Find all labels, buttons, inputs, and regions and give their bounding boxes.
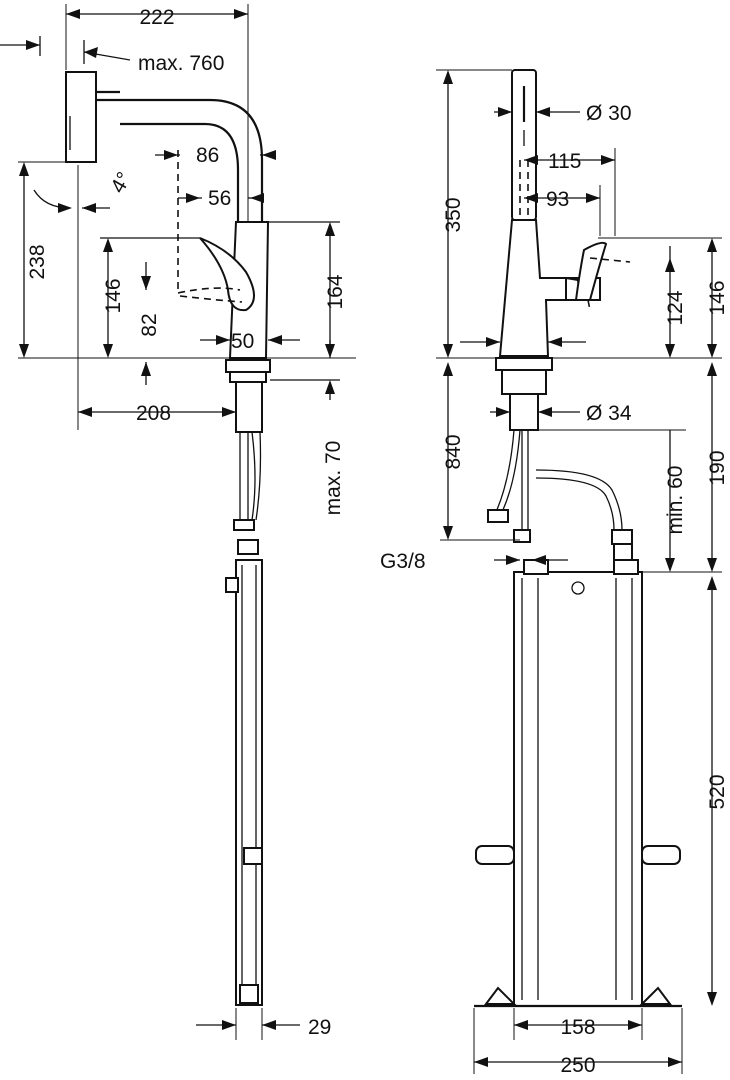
dim-lever-clearance: 82 bbox=[138, 313, 161, 336]
dim-spout-reach-lower: 56 bbox=[208, 187, 231, 210]
dim-total-height: 350 bbox=[442, 197, 465, 232]
dim-connection-thread: G3/8 bbox=[380, 550, 426, 573]
dim-base-diameter: 50 bbox=[231, 330, 254, 353]
dim-counter-thickness: max. 70 bbox=[322, 441, 345, 516]
dim-handle-reach: 115 bbox=[548, 150, 581, 173]
dim-lever-height: 124 bbox=[664, 290, 687, 325]
dim-handle-offset: 93 bbox=[546, 188, 569, 211]
dim-swivel-angle: 4° bbox=[106, 168, 136, 197]
dim-box-depth: 29 bbox=[308, 1016, 331, 1039]
dim-hose-clearance: 190 bbox=[706, 450, 729, 485]
dim-spout-diameter: Ø 30 bbox=[586, 102, 632, 125]
dim-lever-height: 146 bbox=[102, 278, 125, 313]
dim-spout-height: 238 bbox=[26, 244, 49, 279]
dim-handle-height: 164 bbox=[324, 274, 347, 309]
dim-shank-diameter: Ø 34 bbox=[586, 402, 632, 425]
dim-box-height: 520 bbox=[706, 774, 729, 809]
dim-hose-bend: min. 60 bbox=[664, 466, 687, 535]
dim-box-width: 250 bbox=[560, 1054, 595, 1077]
dim-hose-length: 840 bbox=[442, 434, 465, 469]
dim-overall-width: 222 bbox=[139, 6, 174, 29]
dim-handle-height: 146 bbox=[706, 280, 729, 315]
dim-spout-reach-upper: 86 bbox=[196, 144, 219, 167]
dim-box-inner-width: 158 bbox=[560, 1016, 595, 1039]
dim-projection: 208 bbox=[136, 402, 171, 425]
front-view: 350 Ø 30 115 93 124 146 Ø 34 840 min. 60… bbox=[380, 69, 729, 1077]
side-view: 222 max. 760 4° 86 56 238 146 82 164 50 … bbox=[0, 4, 356, 1040]
dim-pullout-length: max. 760 bbox=[138, 52, 224, 75]
